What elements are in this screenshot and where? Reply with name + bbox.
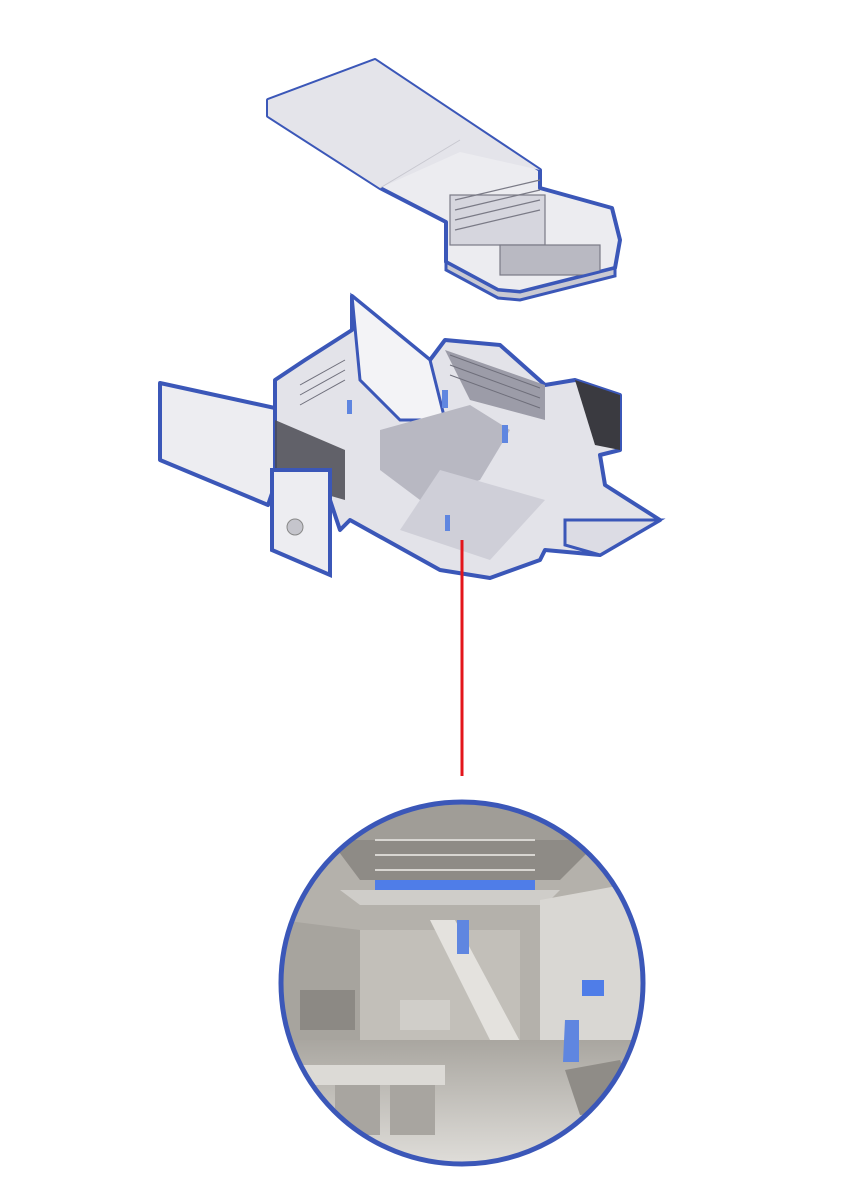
people-figures [347,390,508,531]
people-figures-interior [457,920,579,1062]
main-floor-level [158,292,666,580]
roof-level [266,58,622,302]
interior-view-frame [278,799,646,1167]
roof-terrace-pergola [449,179,601,276]
